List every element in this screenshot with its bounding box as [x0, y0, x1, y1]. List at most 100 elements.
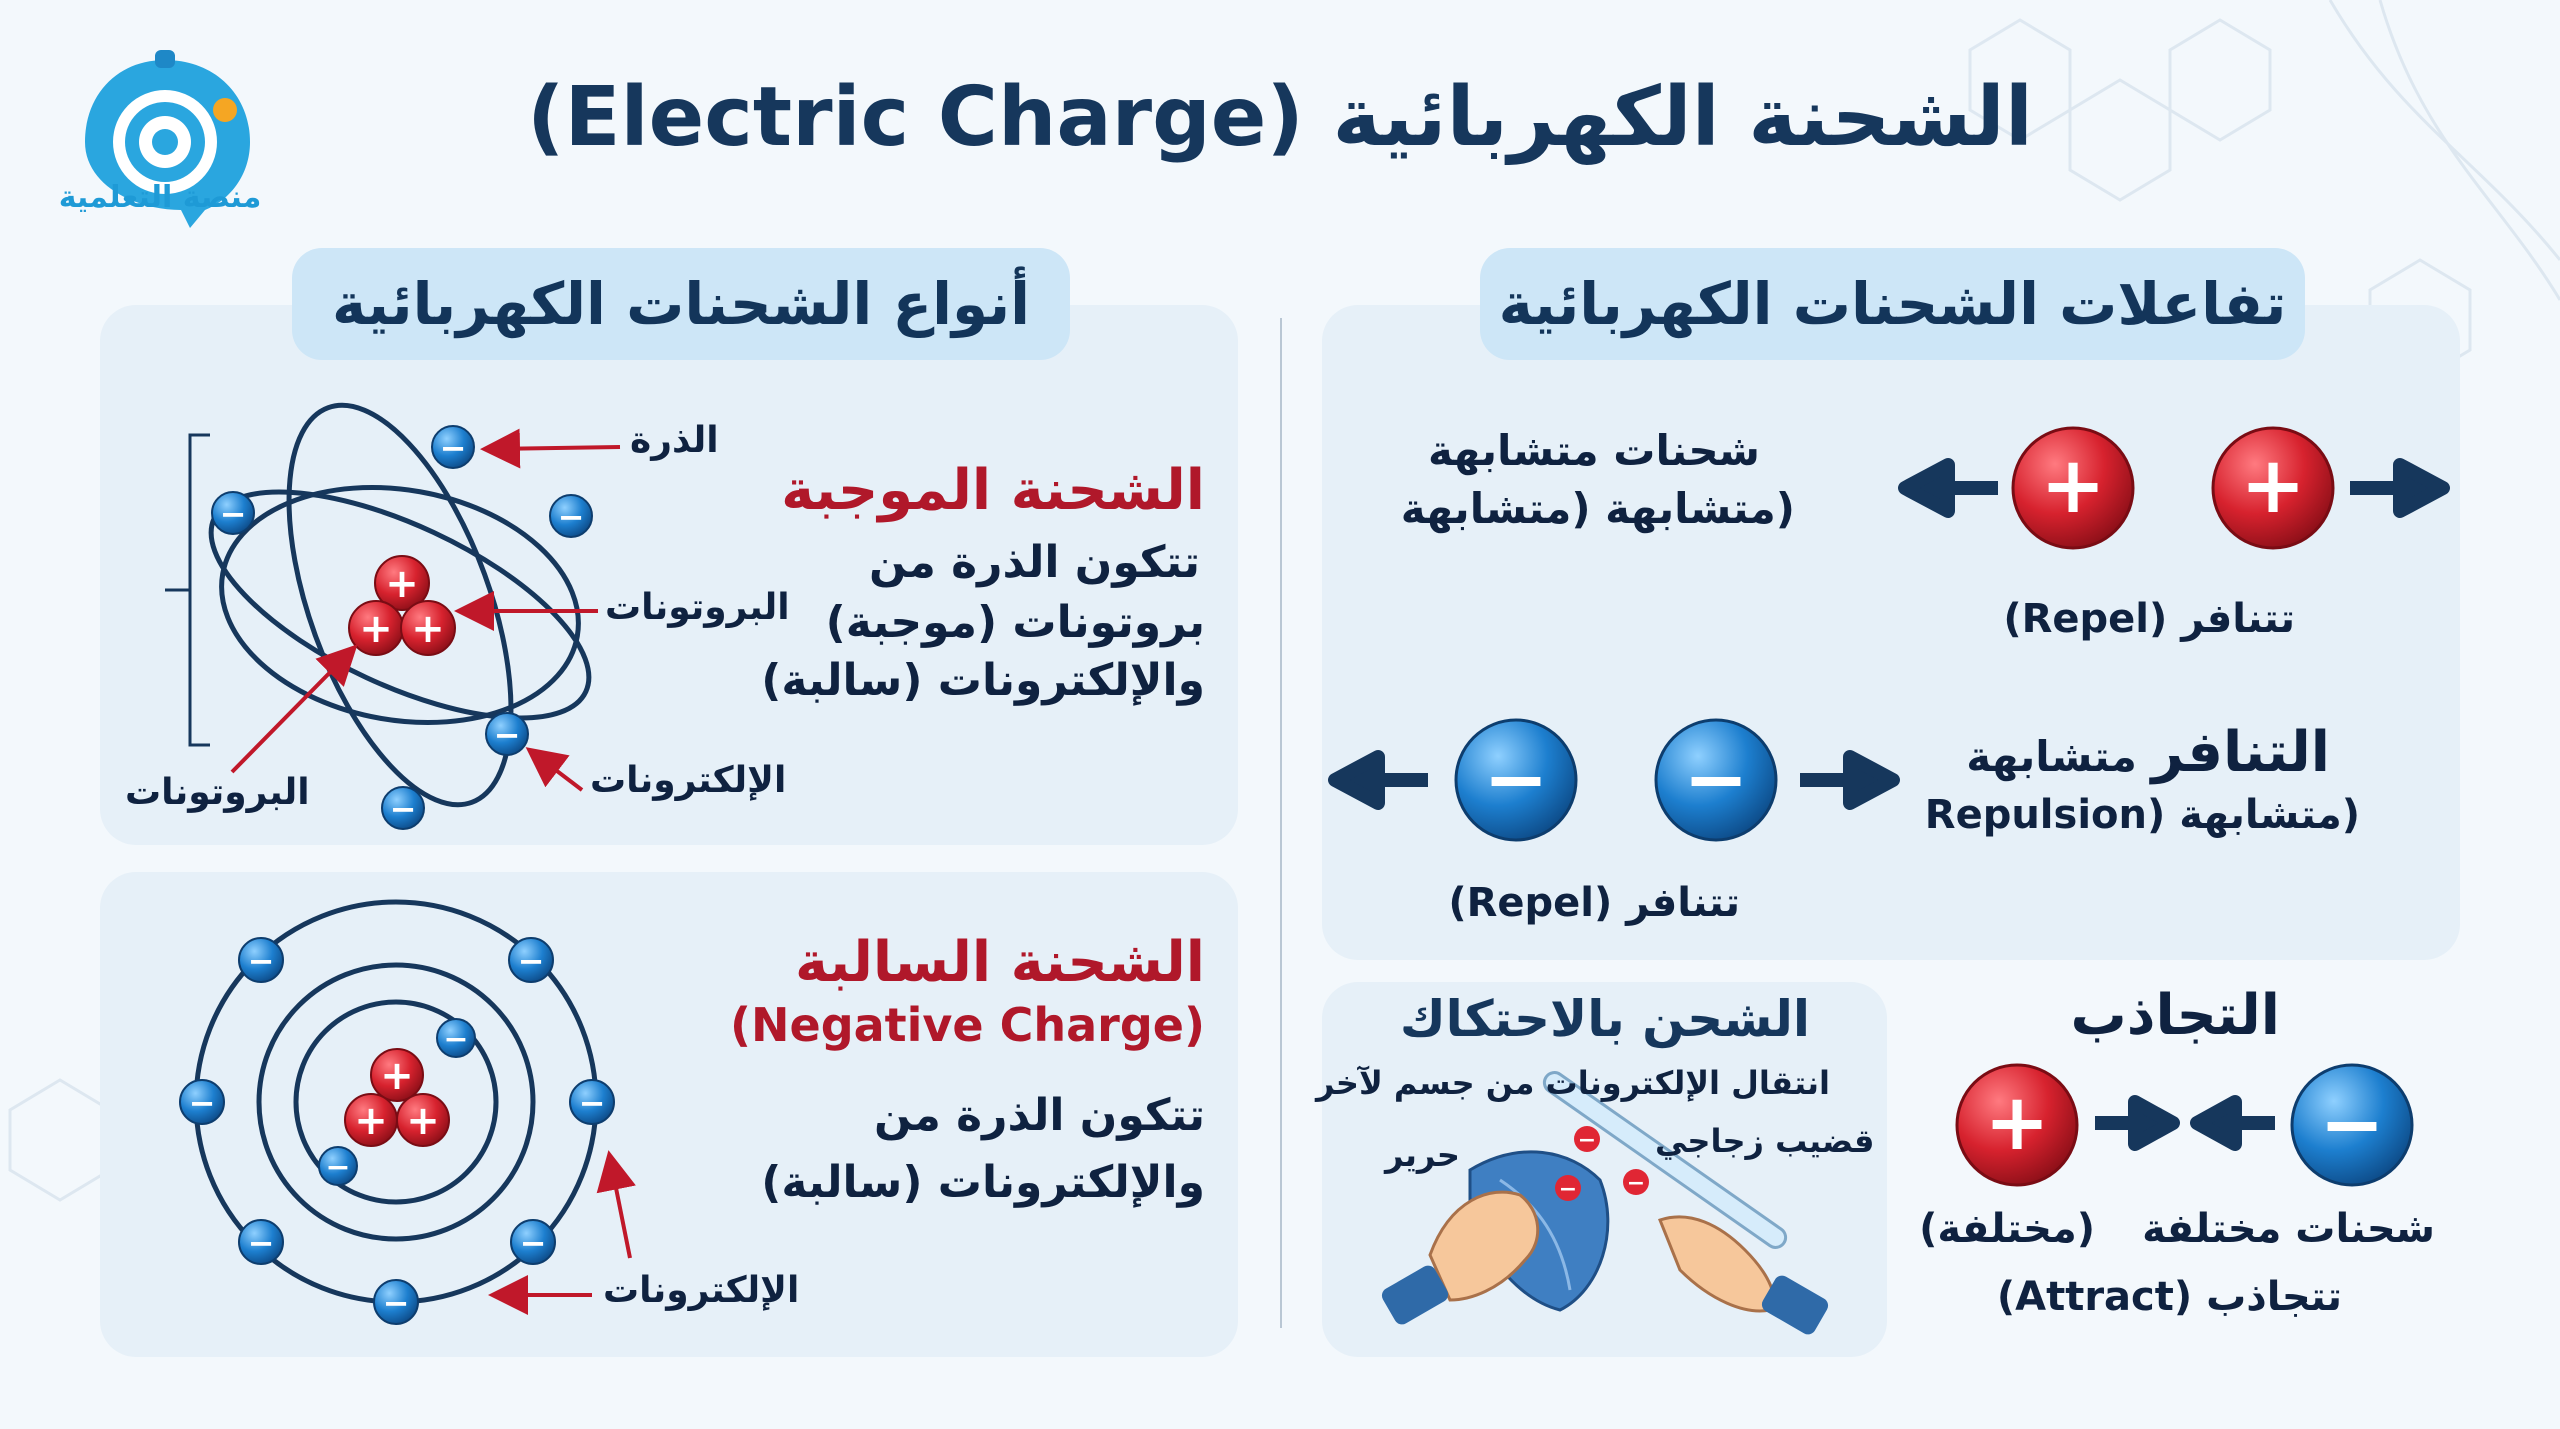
attraction-diagram: + −	[1955, 1063, 2414, 1187]
svg-text:+: +	[1984, 1078, 2049, 1168]
attraction-title: التجاذب	[2070, 983, 2280, 1048]
svg-text:−: −	[440, 429, 467, 467]
glass-rod-icon	[1542, 1071, 1788, 1249]
svg-text:−: −	[383, 1284, 410, 1322]
electron-particle: −	[238, 1219, 284, 1265]
electrons-label-negative: الإلكترونات	[603, 1270, 800, 1311]
negative-charge-subtitle: (Negative Charge)	[729, 998, 1205, 1052]
silk-label: حرير	[1385, 1136, 1460, 1174]
repulsion-subtitle: (متشابهة (Repulsion	[1924, 792, 2360, 838]
platform-name: منصة التعلمية	[58, 180, 262, 215]
electron-particle: −	[569, 1079, 615, 1125]
proton-particle: +	[348, 600, 404, 656]
right-sleeve	[1761, 1275, 1829, 1335]
svg-text:−: −	[443, 1022, 468, 1057]
svg-text:−: −	[189, 1084, 216, 1122]
protons-label: البروتونات	[605, 587, 790, 628]
negative-charge-desc-1: تتكون الذرة من	[873, 1090, 1205, 1141]
left-arrow-icon	[1328, 750, 1428, 810]
svg-text:+: +	[354, 1098, 388, 1144]
repel-label-positive: تتنافر (Repel)	[2003, 596, 2295, 642]
electron-particle: −	[431, 425, 475, 469]
negative-charge-icon: −	[1454, 718, 1578, 842]
electron-particle: −	[211, 491, 255, 535]
negative-charge-title: الشحنة السالبة	[795, 930, 1205, 995]
negative-atom-diagram: + + + − − − − − − − − −	[179, 899, 636, 1325]
positive-charge-icon: +	[2011, 426, 2135, 550]
positive-atom-diagram: + + + − − − − −	[165, 402, 621, 830]
positive-charge-icon: +	[1955, 1063, 2079, 1187]
svg-text:+: +	[2240, 441, 2305, 531]
svg-text:+: +	[359, 606, 393, 652]
electron-particle: −	[508, 937, 554, 983]
electron-particle: −	[436, 1018, 476, 1058]
repulsion-title-rest: متشابهة	[1966, 732, 2137, 781]
svg-text:−: −	[2319, 1080, 2384, 1170]
svg-text:−: −	[579, 1084, 606, 1122]
positive-charge-icon: +	[2211, 426, 2335, 550]
right-arrow-icon	[1800, 750, 1900, 810]
positive-charge-desc-1: تتكون الذرة من	[868, 537, 1200, 588]
interactions-heading: تفاعلات الشحنات الكهربائية	[1480, 248, 2305, 360]
left-arrow-icon	[1898, 458, 1998, 518]
svg-text:−: −	[325, 1150, 350, 1185]
like-positive-diagram: + +	[1898, 426, 2450, 550]
electron-particle: −	[1574, 1126, 1600, 1153]
different-charges-label: شحنات مختلفة	[2142, 1206, 2435, 1252]
orbit-ring	[286, 402, 514, 808]
left-sleeve	[1381, 1265, 1449, 1325]
proton-particle: +	[344, 1093, 398, 1147]
friction-subtitle: انتقال الإلكترونات من جسم لآخر	[1315, 1064, 1830, 1102]
positive-charge-title: الشحنة الموجبة	[781, 458, 1205, 523]
orbit-ring	[293, 999, 499, 1205]
negative-charge-desc-2: والإلكترونات (سالبة)	[761, 1157, 1205, 1208]
electron-particle: −	[510, 1219, 556, 1265]
svg-text:−: −	[520, 1224, 547, 1262]
glass-rod-label: قضيب زجاجي	[1655, 1122, 1875, 1160]
repulsion-title-bold: التنافر	[2151, 720, 2330, 785]
electron-particle: −	[238, 937, 284, 983]
right-arrow-icon	[2350, 458, 2450, 518]
platform-logo-icon	[85, 50, 250, 228]
electron-particle: −	[381, 786, 425, 830]
page-title: الشحنة الكهربائية (Electric Charge)	[527, 70, 2033, 165]
svg-text:+: +	[2040, 441, 2105, 531]
orbit-ring	[256, 962, 536, 1242]
friction-title: الشحن بالاحتكاك	[1399, 990, 1810, 1048]
svg-text:−: −	[518, 942, 545, 980]
electron-particle: −	[1623, 1169, 1649, 1196]
proton-particle: +	[374, 555, 430, 611]
svg-text:+: +	[406, 1098, 440, 1144]
proton-particle: +	[396, 1093, 450, 1147]
svg-text:−: −	[390, 790, 417, 828]
like-negative-diagram: − −	[1328, 718, 1900, 842]
svg-text:−: −	[220, 495, 247, 533]
svg-text:−: −	[248, 942, 275, 980]
svg-text:+: +	[411, 606, 445, 652]
electron-particle: −	[373, 1279, 419, 1325]
protons-label-left: البروتونات	[125, 772, 310, 813]
proton-particle: +	[400, 600, 456, 656]
atom-label: الذرة	[630, 420, 719, 461]
negative-charge-icon: −	[2290, 1063, 2414, 1187]
svg-text:−: −	[1683, 735, 1748, 825]
electron-particle: −	[1555, 1175, 1581, 1202]
positive-charge-desc-3: والإلكترونات (سالبة)	[761, 655, 1205, 706]
section-divider	[1280, 318, 1282, 1328]
repel-label-negative: تتنافر (Repel)	[1448, 880, 1740, 926]
svg-text:+: +	[380, 1053, 414, 1099]
right-arrow-icon	[2095, 1095, 2180, 1151]
left-arrow-icon	[2190, 1095, 2275, 1151]
svg-text:−: −	[1627, 1171, 1645, 1196]
negative-charge-panel	[100, 872, 1238, 1357]
orbit-ring	[219, 485, 581, 725]
svg-text:−: −	[1578, 1128, 1596, 1153]
proton-particle: +	[370, 1048, 424, 1102]
svg-text:−: −	[1559, 1177, 1577, 1202]
like-charges-caption-2: (متشابهة (متشابهة	[1400, 484, 1795, 533]
like-charges-caption-1: شحنات متشابهة	[1428, 426, 1760, 475]
repulsion-title: التنافر متشابهة	[1966, 722, 2330, 788]
negative-charge-icon: −	[1654, 718, 1778, 842]
friction-illustration: − − −	[1381, 1071, 1829, 1335]
